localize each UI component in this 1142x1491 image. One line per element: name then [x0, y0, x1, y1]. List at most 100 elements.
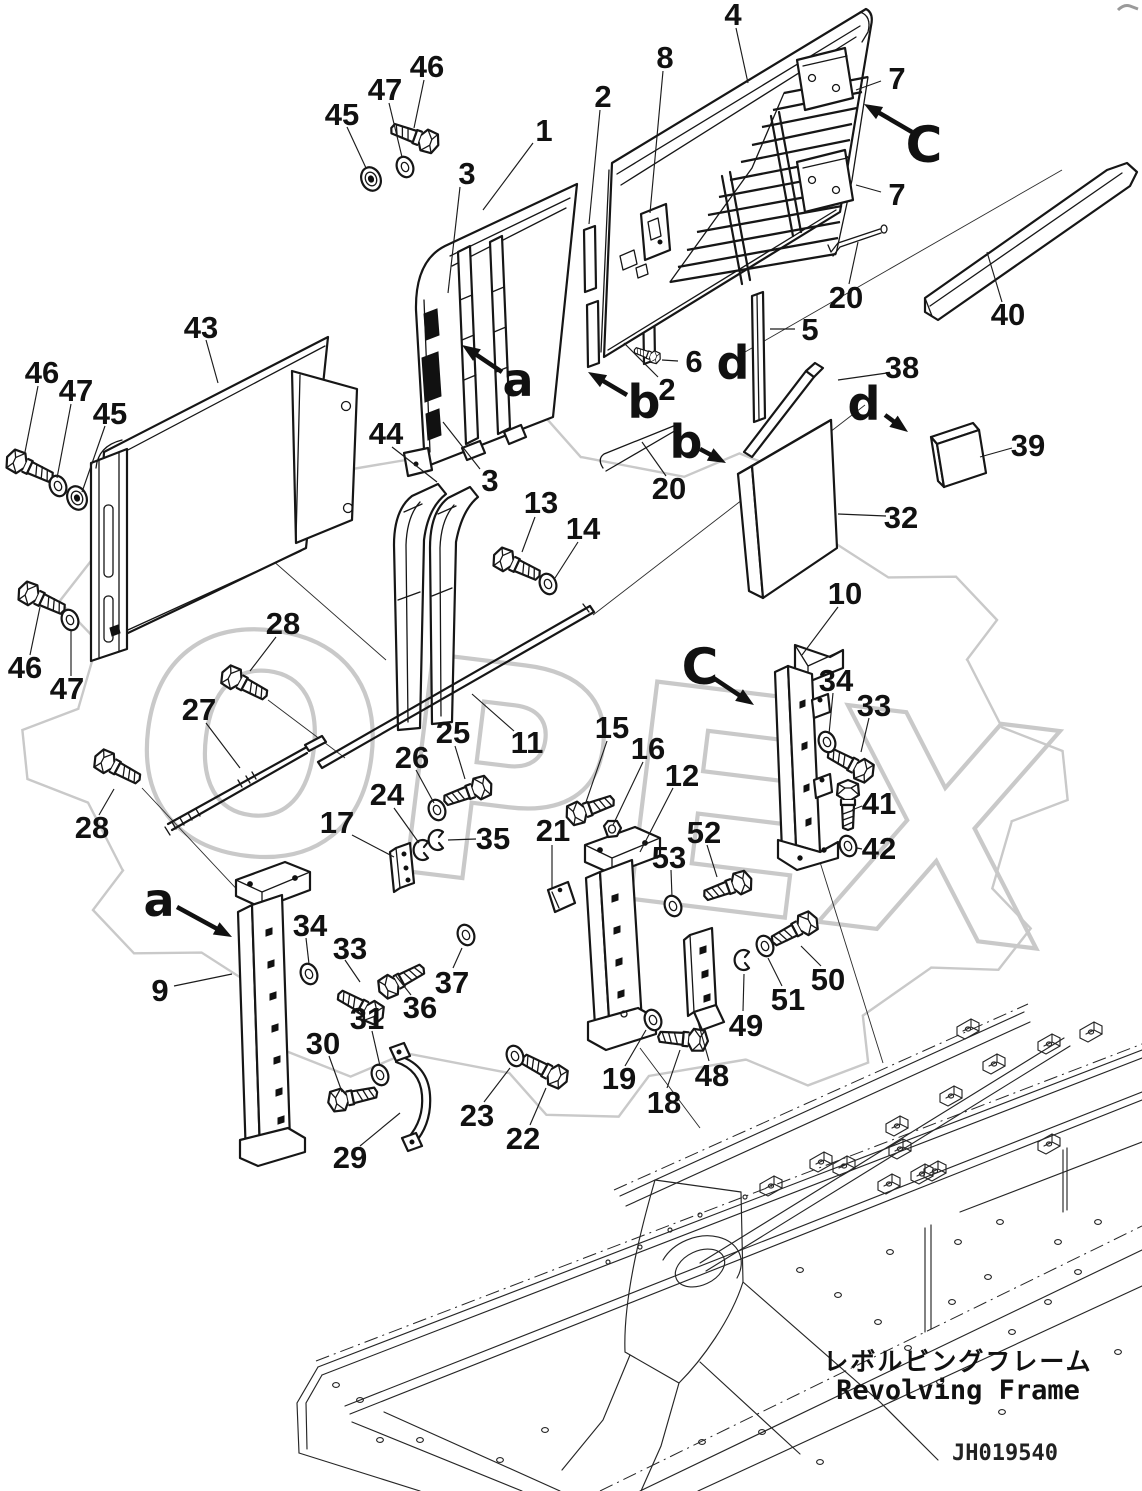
- callout-46: 46: [25, 355, 59, 390]
- part-27-rod: [164, 734, 328, 836]
- callout-34: 34: [819, 663, 854, 698]
- callout-35: 35: [476, 821, 510, 856]
- leader-line: [801, 606, 839, 656]
- callout-29: 29: [333, 1140, 367, 1175]
- boom-mount: [561, 1179, 939, 1491]
- callout-20: 20: [652, 471, 686, 506]
- leader-line: [666, 1049, 681, 1089]
- part-32-foam-pad: [736, 418, 839, 600]
- callout-43: 43: [184, 310, 218, 345]
- bolt-icon: [93, 748, 142, 785]
- frame-hole: [796, 1267, 804, 1273]
- leader-line: [767, 957, 783, 987]
- callout-19: 19: [602, 1061, 636, 1096]
- leader-line: [641, 441, 667, 477]
- bolt-icon: [835, 778, 861, 832]
- washer-icon: [48, 474, 68, 498]
- leader-line: [624, 1029, 647, 1067]
- frame-hole: [1094, 1219, 1102, 1225]
- view-arrowhead: [588, 372, 608, 388]
- part-29-handle: [388, 1041, 432, 1153]
- callout-39: 39: [1011, 428, 1045, 463]
- frame-hole: [834, 1292, 842, 1298]
- leader-line: [98, 788, 115, 816]
- callout-44: 44: [369, 416, 404, 451]
- frame-stud: [667, 1227, 673, 1233]
- leader-line: [986, 251, 1003, 303]
- nut-icon: [602, 819, 623, 839]
- leader-line: [800, 945, 822, 967]
- leader-line: [529, 1087, 547, 1126]
- part-7-hinge-plates: [795, 46, 855, 214]
- frame-hole: [356, 1397, 364, 1403]
- callout-7: 7: [888, 177, 905, 212]
- drawing-number: JH019540: [952, 1441, 1058, 1466]
- callout-32: 32: [884, 500, 918, 535]
- callout-42: 42: [862, 831, 896, 866]
- frame-hole: [948, 1299, 956, 1305]
- leader-line: [554, 541, 579, 579]
- leader-line: [344, 959, 361, 983]
- callout-27: 27: [182, 692, 216, 727]
- frame-hole: [496, 1457, 504, 1463]
- bolt-icon: [443, 774, 493, 807]
- callout-47: 47: [59, 373, 93, 408]
- bolt-icon: [336, 989, 385, 1026]
- callout-33: 33: [857, 688, 891, 723]
- washer-icon: [60, 608, 80, 632]
- leader-line: [413, 79, 425, 129]
- callout-28: 28: [266, 606, 300, 641]
- part-4-grille-panel: [600, 7, 873, 359]
- view-letter-a: a: [502, 353, 533, 407]
- leader-line: [305, 937, 310, 965]
- washer-icon: [817, 730, 837, 754]
- leader-line: [521, 516, 536, 553]
- leader-line: [249, 636, 277, 672]
- frame-hole: [954, 1239, 962, 1245]
- leader-line: [452, 947, 463, 969]
- washer-icon: [456, 923, 476, 947]
- leader-line: [205, 722, 241, 769]
- callout-21: 21: [536, 813, 570, 848]
- part-40-molding: [923, 161, 1139, 322]
- leader-line: [851, 805, 863, 811]
- leader-line: [979, 447, 1013, 458]
- callout-9: 9: [151, 973, 168, 1008]
- callout-3: 3: [481, 463, 498, 498]
- frame-hole: [1008, 1329, 1016, 1335]
- part-10-bracket: [773, 643, 845, 872]
- callout-25: 25: [436, 715, 470, 750]
- bolt-icon: [770, 910, 819, 947]
- callout-30: 30: [306, 1026, 340, 1061]
- frame-clip: [939, 1085, 963, 1107]
- frame-clip: [759, 1175, 783, 1197]
- part-21-plate: [546, 880, 577, 914]
- callout-2: 2: [594, 79, 611, 114]
- view-arrow: [175, 905, 225, 935]
- leader-line: [173, 973, 233, 987]
- leader-line: [623, 342, 659, 378]
- leader-line: [639, 787, 674, 853]
- frame-stud: [742, 1194, 748, 1200]
- part-1-cover-panel: [402, 182, 579, 478]
- callout-5: 5: [801, 312, 818, 347]
- frame-hole: [1044, 1299, 1052, 1305]
- callout-41: 41: [862, 786, 896, 821]
- frame-clip: [910, 1163, 934, 1185]
- callout-20: 20: [829, 280, 863, 315]
- leader-line: [837, 513, 887, 517]
- callout-26: 26: [395, 740, 429, 775]
- callout-1: 1: [535, 113, 552, 148]
- callout-37: 37: [435, 965, 469, 1000]
- leader-line: [471, 693, 515, 732]
- frame-clip: [982, 1053, 1006, 1075]
- view-letter-d: d: [848, 377, 881, 431]
- view-letter-d: d: [717, 336, 750, 390]
- frame-hole: [332, 1382, 340, 1388]
- leader-line: [649, 70, 664, 214]
- callout-11: 11: [511, 725, 544, 760]
- leader-line: [328, 1055, 343, 1093]
- frame-hole: [376, 1437, 384, 1443]
- leader-line: [371, 1030, 381, 1067]
- frame-hole: [816, 1459, 824, 1465]
